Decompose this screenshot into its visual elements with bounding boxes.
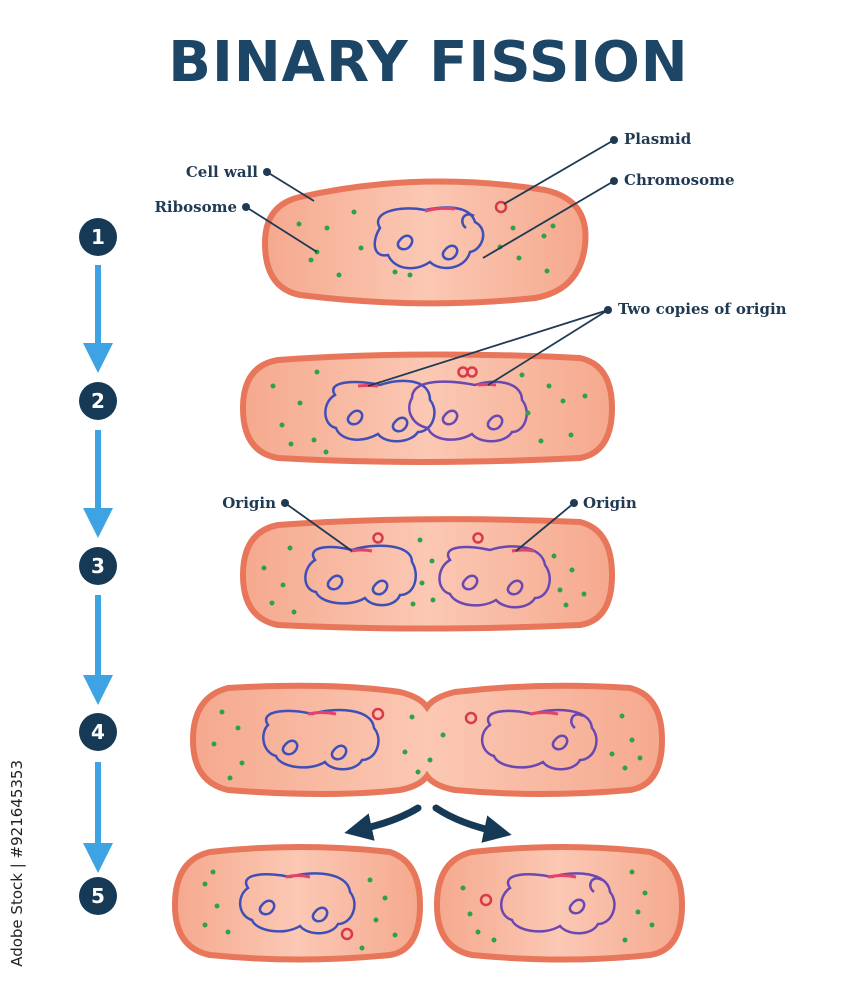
label-ribosome: Ribosome [154, 198, 237, 216]
step-circle-5 [79, 877, 117, 915]
leader-line-origin-left [284, 502, 353, 552]
step-circle-1 [79, 218, 117, 256]
leader-line-ribosome [245, 206, 318, 253]
step-number-3: 3 [91, 554, 105, 578]
leader-line-chromosome [482, 180, 615, 259]
ribosomes [270, 369, 588, 455]
plasmid [494, 200, 508, 214]
plasmid [340, 927, 354, 941]
step-number-4: 4 [91, 720, 105, 744]
cell-wall [261, 178, 589, 307]
ribosomes [460, 869, 655, 943]
label-cell-wall: Cell wall [186, 163, 258, 181]
step-circle-4 [79, 713, 117, 751]
plasmid [479, 893, 493, 907]
step-number-5: 5 [91, 884, 105, 908]
origin-marker-right [529, 711, 559, 716]
label-origin-right: Origin [583, 494, 637, 512]
cell-step-4 [189, 682, 666, 797]
chromosome-purple [408, 380, 528, 443]
plasmid-1 [371, 707, 385, 721]
ribosomes [296, 209, 556, 278]
cell-wall [433, 844, 686, 963]
chromosome-purple [438, 545, 551, 609]
plasmid-2 [464, 711, 478, 725]
label-origin-left: Origin [222, 494, 276, 512]
daughter-cell-right [433, 844, 686, 963]
step-number-1: 1 [91, 225, 105, 249]
label-plasmid: Plasmid [624, 130, 692, 148]
cell-step-2 [239, 351, 616, 465]
origin-marker [285, 874, 311, 879]
ribosomes [261, 537, 587, 615]
origin-marker-2 [477, 383, 497, 387]
leader-line-plasmid [503, 139, 615, 205]
plasmid-2 [466, 366, 478, 378]
annotations: Cell wall Ribosome Plasmid Chromosome Tw… [154, 130, 787, 552]
cell-wall [239, 351, 616, 465]
origin-marker [547, 874, 577, 879]
origin-marker-right [511, 548, 535, 553]
arrow-left-icon [344, 804, 422, 841]
cell-step-3 [239, 516, 616, 632]
daughter-cell-left [171, 844, 424, 963]
label-chromosome: Chromosome [624, 171, 735, 189]
step-number-2: 2 [91, 389, 105, 413]
step-circle-2 [79, 382, 117, 420]
step-indicators: 1 2 3 4 5 [79, 218, 117, 915]
ribosomes [211, 709, 643, 781]
cell-step-1 [261, 178, 589, 307]
leader-line-origin-1 [367, 309, 609, 387]
cell-wall [171, 844, 424, 963]
diagram-title: BINARY FISSION [168, 30, 689, 95]
origin-marker-left [307, 711, 337, 716]
plasmid-1 [372, 532, 384, 544]
ribosomes [202, 869, 398, 951]
step-circle-3 [79, 547, 117, 585]
division-arrows [344, 804, 512, 843]
chromosome-blue [324, 379, 436, 443]
cell-wall [239, 516, 616, 632]
origin-marker [424, 206, 456, 213]
plasmid-2 [472, 532, 484, 544]
stock-watermark: Adobe Stock | #921645353 [8, 760, 26, 967]
label-two-copies-of-origin: Two copies of origin [618, 300, 787, 318]
leader-line-origin-right [515, 502, 575, 552]
leader-line-origin-2 [487, 309, 609, 386]
arrow-right-icon [432, 804, 512, 843]
origin-marker-left [349, 548, 373, 553]
leader-line-cell-wall [266, 171, 315, 202]
